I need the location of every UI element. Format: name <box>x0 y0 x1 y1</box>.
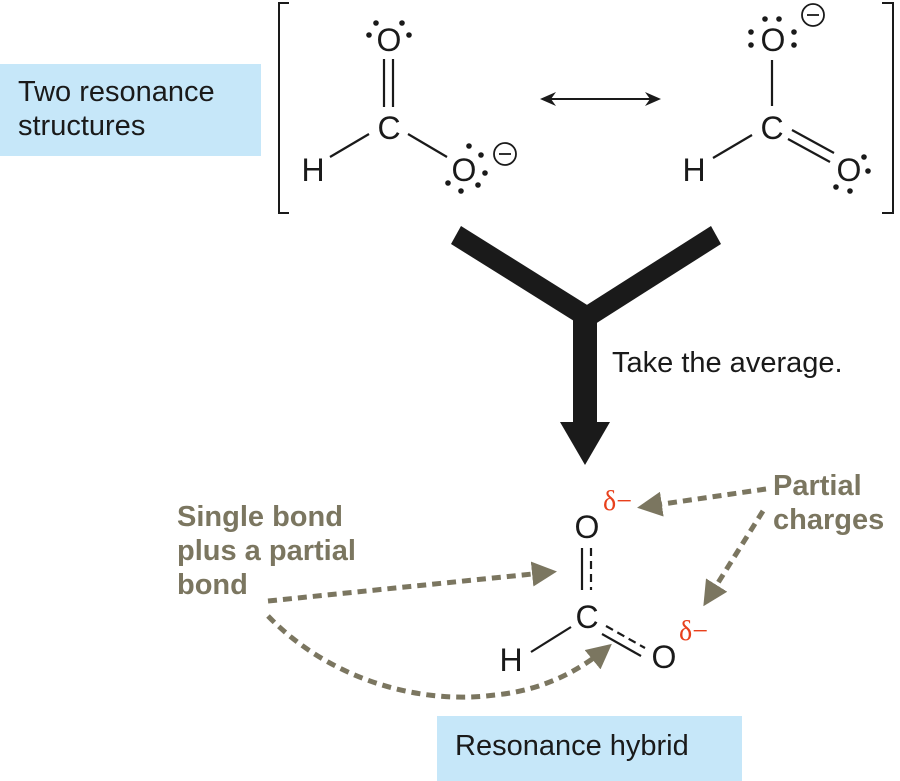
hydrogen-atom: H <box>682 152 706 188</box>
solid-bond-line <box>601 633 642 657</box>
left-structure-bonds <box>329 59 448 158</box>
arrow-to-bottom-oxygen <box>703 509 766 607</box>
double-bond-line <box>791 129 835 154</box>
hybrid-bonds <box>530 548 646 657</box>
single-bond-line <box>407 133 448 158</box>
annotation-line: plus a partial <box>177 535 356 567</box>
hydrogen-atom: H <box>499 642 523 678</box>
annotation-line: bond <box>177 569 248 601</box>
arrow-to-top-oxygen <box>637 486 767 517</box>
annotation-line: Single bond <box>177 501 343 533</box>
left-bracket <box>278 2 289 214</box>
resonance-hybrid-label: Resonance hybrid <box>437 716 742 781</box>
arrow-to-vertical-bond <box>267 561 557 604</box>
single-bond-line <box>712 134 753 159</box>
single-bond-line <box>530 626 572 653</box>
right-bracket <box>882 2 894 214</box>
lone-pairs <box>748 16 871 194</box>
arrow-to-lower-bond <box>266 614 612 700</box>
double-headed-arrow-icon <box>540 92 661 106</box>
carbon-atom: C <box>575 599 599 635</box>
carbon-atom: C <box>760 110 784 146</box>
label-line: Two resonance <box>18 76 215 108</box>
annotation-arrows <box>266 486 767 700</box>
two-resonance-structures-label: Two resonance structures <box>0 64 261 156</box>
hydrogen-atom: H <box>301 152 325 188</box>
negative-charge-circle <box>493 142 517 166</box>
partial-negative-charge: δ− <box>679 616 708 647</box>
oxygen-atom: O <box>836 152 862 188</box>
oxygen-atom: O <box>651 639 677 675</box>
oxygen-atom: O <box>451 152 477 188</box>
annotation-line: charges <box>773 504 885 536</box>
label-line: structures <box>18 110 146 142</box>
lone-pairs <box>366 20 488 194</box>
partial-negative-charge: δ− <box>603 486 632 517</box>
oxygen-atom: O <box>760 22 786 58</box>
partial-charges-annotation: Partial charges <box>773 469 884 537</box>
double-bond-line <box>787 138 831 163</box>
label-text: Resonance hybrid <box>455 730 689 762</box>
oxygen-atom: O <box>376 22 402 58</box>
negative-charge-circle <box>801 3 825 27</box>
oxygen-atom: O <box>574 509 600 545</box>
single-bond-line <box>329 133 370 158</box>
annotation-line: Partial <box>773 470 862 502</box>
right-structure-bonds <box>712 60 835 163</box>
merge-arrow-icon <box>451 226 721 465</box>
carbon-atom: C <box>377 110 401 146</box>
take-average-caption: Take the average. <box>612 347 843 379</box>
single-bond-partial-annotation: Single bond plus a partial bond <box>177 500 356 602</box>
partial-bond-line <box>605 625 646 649</box>
